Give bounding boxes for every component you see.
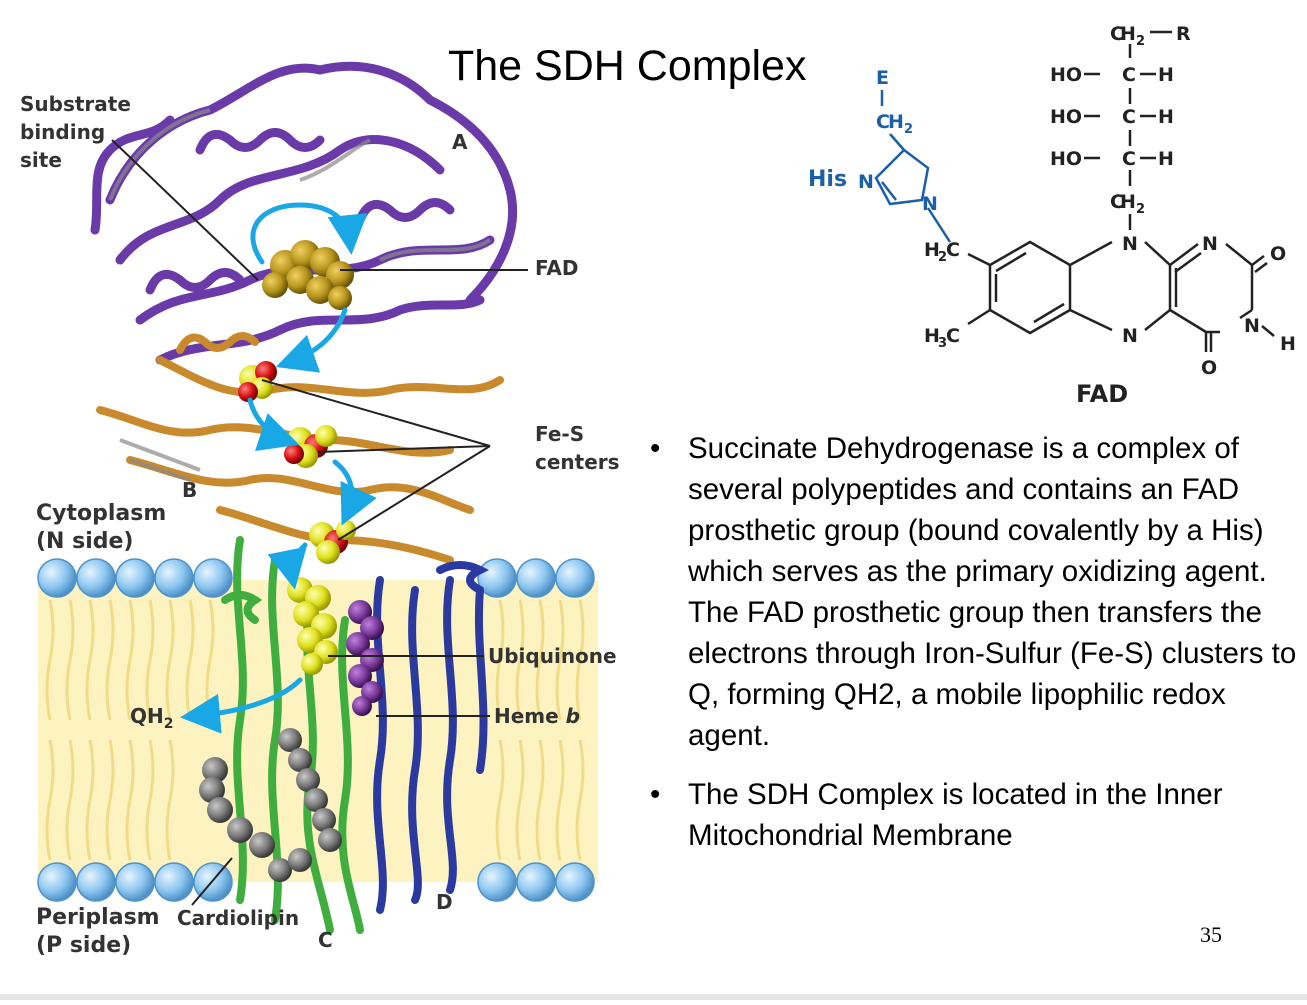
lipid-heads-top — [37, 558, 595, 598]
label-ubiquinone: Ubiquinone — [488, 644, 617, 668]
his-atom-n-2: N — [922, 193, 938, 215]
atom-c-1: C — [1122, 64, 1136, 86]
atom-h-1: H — [1158, 64, 1174, 86]
bullet-item-2: • The SDH Complex is located in the Inne… — [648, 774, 1303, 856]
fe-s-cluster-1 — [238, 361, 277, 402]
lipid-heads-bottom — [37, 862, 595, 902]
label-fad: FAD — [535, 256, 579, 280]
fad-atom-labels: C H 2 R HO C H HO C H HO C H C H 2 N N O… — [924, 23, 1296, 379]
fe-s-cluster-2 — [284, 425, 337, 468]
cardiolipin-spheres — [199, 728, 342, 882]
atom-c-top: C — [1110, 23, 1124, 45]
label-fe-s-centers: Fe-S centers — [535, 420, 620, 476]
atom-r: R — [1176, 23, 1191, 45]
fad-chemical-structure: C H 2 R HO C H HO C H HO C H C H 2 N N O… — [808, 23, 1296, 408]
fad-spheres — [262, 240, 354, 310]
fe-s-cluster-3 — [309, 520, 356, 564]
atom-h-3: H — [1158, 148, 1174, 170]
bullet-text-1: Succinate Dehydrogenase is a complex of … — [688, 432, 1297, 752]
label-periplasm: Periplasm (P side) — [36, 904, 160, 960]
atom-n-3: N — [1244, 315, 1260, 337]
bullet-dot-1: • — [650, 432, 661, 465]
atom-n-10: N — [1122, 233, 1138, 255]
atom-h3c-c: C — [946, 325, 960, 347]
his-atom-c: C — [876, 111, 890, 133]
his-atom-sub2: 2 — [904, 122, 913, 137]
label-subunit-d: D — [436, 890, 453, 914]
label-substrate-line2: binding — [20, 120, 106, 144]
atom-c-2: C — [1122, 106, 1136, 128]
label-subunit-c: C — [318, 928, 333, 952]
bottom-divider — [0, 994, 1307, 1000]
atom-h2c-h: H — [924, 239, 940, 261]
label-substrate-line1: Substrate — [20, 92, 131, 116]
atom-h3c-h: H — [924, 325, 940, 347]
label-subunit-b: B — [182, 478, 198, 502]
his-atom-n-1: N — [858, 171, 874, 193]
slide-title: The SDH Complex — [448, 42, 807, 90]
subunit-b-shading — [119, 438, 201, 482]
label-qh2-text: QH — [130, 704, 164, 728]
atom-h-ch2: H — [1120, 191, 1136, 213]
atom-o-4: O — [1201, 357, 1217, 379]
label-cytoplasm-line1: Cytoplasm — [36, 501, 167, 526]
atom-h-n3: H — [1280, 333, 1296, 355]
sdh-structure-figure: Substrate binding site A FAD Fe-S center… — [0, 0, 640, 1000]
bullet-list: • Succinate Dehydrogenase is a complex o… — [648, 428, 1303, 874]
atom-his: His — [808, 167, 847, 192]
bullet-text-2: The SDH Complex is located in the Inner … — [688, 778, 1223, 852]
label-fes-line2: centers — [535, 450, 620, 474]
lipid-tails — [45, 599, 585, 861]
atom-c-3: C — [1122, 148, 1136, 170]
label-qh2-subscript: 2 — [163, 716, 174, 732]
atom-h-2: H — [1158, 106, 1174, 128]
bullet-item-1: • Succinate Dehydrogenase is a complex o… — [648, 428, 1303, 756]
label-fes-line1: Fe-S — [535, 422, 585, 446]
subunit-a-shading — [108, 108, 492, 262]
atom-h2c-sub: 2 — [938, 250, 947, 265]
page-number: 35 — [1200, 922, 1222, 947]
label-substrate-line3: site — [20, 148, 62, 172]
atom-sub2-top: 2 — [1136, 34, 1145, 49]
label-heme-text: Heme — [494, 704, 566, 728]
atom-n-1: N — [1202, 233, 1218, 255]
label-cardiolipin: Cardiolipin — [177, 906, 300, 930]
bullet-dot-2: • — [650, 778, 661, 811]
his-group-bonds — [874, 90, 952, 243]
atom-o-2: O — [1270, 243, 1286, 265]
label-cytoplasm: Cytoplasm (N side) — [36, 500, 166, 556]
label-heme-italic: b — [565, 704, 580, 728]
sdh-structure-illustration — [37, 61, 598, 934]
atom-n-5: N — [1122, 325, 1138, 347]
atom-c-ch2: C — [1110, 191, 1124, 213]
label-subunit-a: A — [452, 130, 468, 154]
atom-ho-1: HO — [1050, 64, 1082, 86]
his-atom-h: H — [888, 111, 904, 133]
atom-ho-3: HO — [1050, 148, 1082, 170]
label-periplasm-line1: Periplasm — [36, 905, 160, 930]
fad-structure-caption: FAD — [1076, 380, 1128, 408]
subunit-a-ribbon — [90, 61, 518, 365]
label-cytoplasm-line2: (N side) — [36, 529, 134, 554]
fad-bonds — [967, 30, 1275, 352]
label-heme-b: Heme b — [494, 702, 580, 730]
his-atom-labels: E C H 2 His N N — [808, 67, 938, 215]
atom-sub2-ch2: 2 — [1136, 202, 1145, 217]
atom-ho-2: HO — [1050, 106, 1082, 128]
atom-h3c-sub: 3 — [938, 336, 947, 351]
label-qh2: QH2 — [130, 702, 174, 738]
atom-e: E — [876, 67, 889, 89]
atom-h2c-c: C — [946, 239, 960, 261]
heme-b-spheres — [346, 600, 384, 716]
leader-lines — [111, 139, 528, 906]
label-periplasm-line2: (P side) — [36, 933, 132, 958]
label-substrate-binding-site: Substrate binding site — [20, 90, 131, 174]
electron-flow-arrows — [180, 202, 377, 734]
atom-h-top: H — [1120, 23, 1136, 45]
